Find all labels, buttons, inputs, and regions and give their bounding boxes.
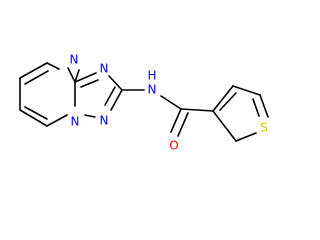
bond-pyr-top [19,62,48,79]
bond-CO-double [177,112,189,137]
bond-tri-right-bottom-double [104,86,116,106]
bond-th-2 [232,85,261,96]
atom-n-tri-top: N [100,62,109,76]
structure-svg: N N N N N H O S [19,53,269,153]
bond-th-1-double [219,92,237,111]
bond-tri-right-bottom [110,89,123,111]
bond-th-4 [235,132,257,142]
bond-th-3-double [252,98,260,117]
bond-tri-bottom [84,114,96,118]
bond-pyrN-fusionC [74,69,80,83]
atom-n-bridge: N [71,115,80,129]
atom-nh: N [148,83,157,97]
bond-CO [170,108,182,133]
bond-pyr-bottomleft [19,109,48,127]
atom-n-pyr1: N [70,53,79,67]
bond-pyr-topright [46,62,60,70]
bond-th-5 [212,110,237,142]
bond-pyrN-fusionC-2 [67,67,76,83]
bond-pyr-bottom [46,114,68,127]
atom-sulfur: S [260,121,268,135]
bond-tri-top-double [80,79,99,88]
bond-th-3 [259,94,269,118]
bond-pyr-top-double [24,70,49,85]
bond-tri-top [74,72,97,83]
molecule-diagram: N N N N N H O S [19,52,269,153]
atom-h-amide: H [147,69,156,83]
bond-pyr-bottomleft-double [24,106,48,120]
bond-tri-right-top [108,75,123,91]
bond-th-1 [212,85,234,112]
bond-NH-C [160,95,182,110]
bond-C-thiophene [180,108,214,112]
atom-oxygen: O [169,139,178,153]
atom-n-tri-bottom: N [100,114,109,128]
